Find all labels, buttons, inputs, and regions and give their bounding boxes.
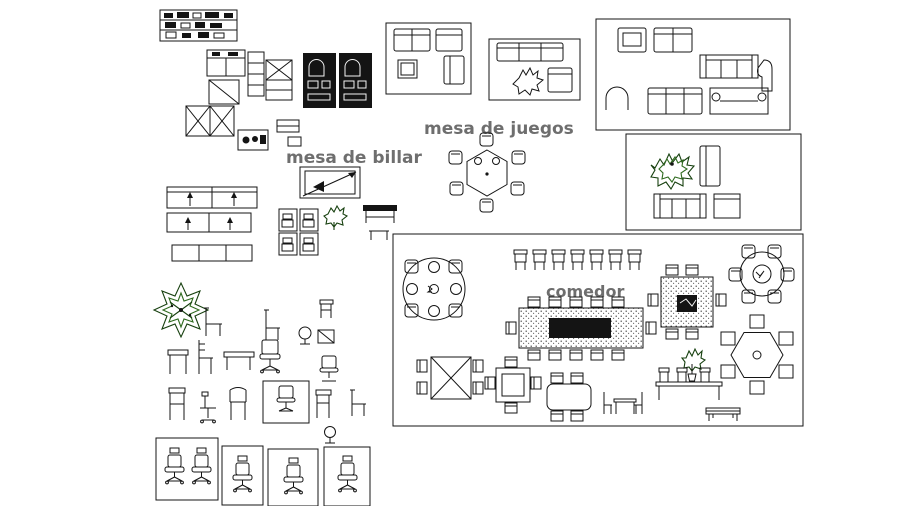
block-office-chair-blocks[interactable] — [155, 437, 371, 506]
block-round-table-6-chairs[interactable] — [728, 244, 795, 304]
block-round-table-4-settings[interactable] — [402, 257, 466, 321]
block-game-table-hexagonal[interactable] — [448, 132, 526, 213]
label-comedor: comedor — [546, 282, 624, 301]
game-chair[interactable] — [511, 150, 526, 165]
block-banquet-table[interactable] — [505, 296, 657, 361]
block-mirror-table-4-chairs[interactable] — [416, 356, 484, 400]
block-dining-elevation-set[interactable] — [655, 367, 723, 400]
block-billiard-table[interactable] — [299, 166, 361, 199]
block-console-table[interactable] — [363, 205, 397, 240]
office-chair[interactable] — [232, 455, 253, 493]
office-chair[interactable] — [191, 447, 212, 485]
block-cafe-table-2-chairs[interactable] — [603, 392, 643, 414]
block-counter-units[interactable] — [166, 186, 258, 262]
office-chair[interactable] — [164, 447, 185, 485]
block-hexagonal-table-6-chairs[interactable] — [720, 314, 794, 395]
game-chair[interactable] — [448, 150, 463, 165]
block-small-plant[interactable] — [323, 204, 349, 230]
block-oval-table-4-chairs[interactable] — [546, 372, 592, 422]
block-wall-shelf-unit[interactable] — [159, 9, 238, 42]
block-living-room-set-b[interactable] — [625, 133, 802, 231]
block-square-table-4-chairs[interactable] — [484, 356, 542, 414]
block-dining-area-group[interactable]: comedor — [392, 233, 804, 427]
block-sofa-set-plan-2[interactable] — [488, 38, 581, 101]
block-square-table-6-chairs[interactable] — [647, 264, 727, 340]
label-mesa-de-juegos: mesa de juegos — [424, 119, 574, 139]
office-chair[interactable] — [283, 457, 304, 495]
block-tree[interactable] — [152, 281, 210, 339]
block-flower-vase[interactable] — [680, 347, 707, 382]
office-chair[interactable] — [337, 455, 358, 493]
block-chair-sample-grid[interactable] — [278, 208, 319, 256]
block-seating-elevation-cluster[interactable] — [167, 299, 366, 444]
block-dining-chair-row[interactable] — [513, 249, 642, 271]
block-cabinet-group[interactable] — [185, 49, 302, 151]
block-stereo-cabinets[interactable] — [303, 53, 372, 108]
block-living-room-set-a[interactable] — [595, 18, 791, 131]
game-chair[interactable] — [449, 181, 464, 196]
label-mesa-de-billar: mesa de billar — [286, 148, 422, 168]
game-chair[interactable] — [510, 181, 525, 196]
game-chair[interactable] — [479, 198, 494, 213]
block-park-bench[interactable] — [705, 407, 741, 421]
block-sofa-set-plan-1[interactable] — [385, 22, 472, 95]
